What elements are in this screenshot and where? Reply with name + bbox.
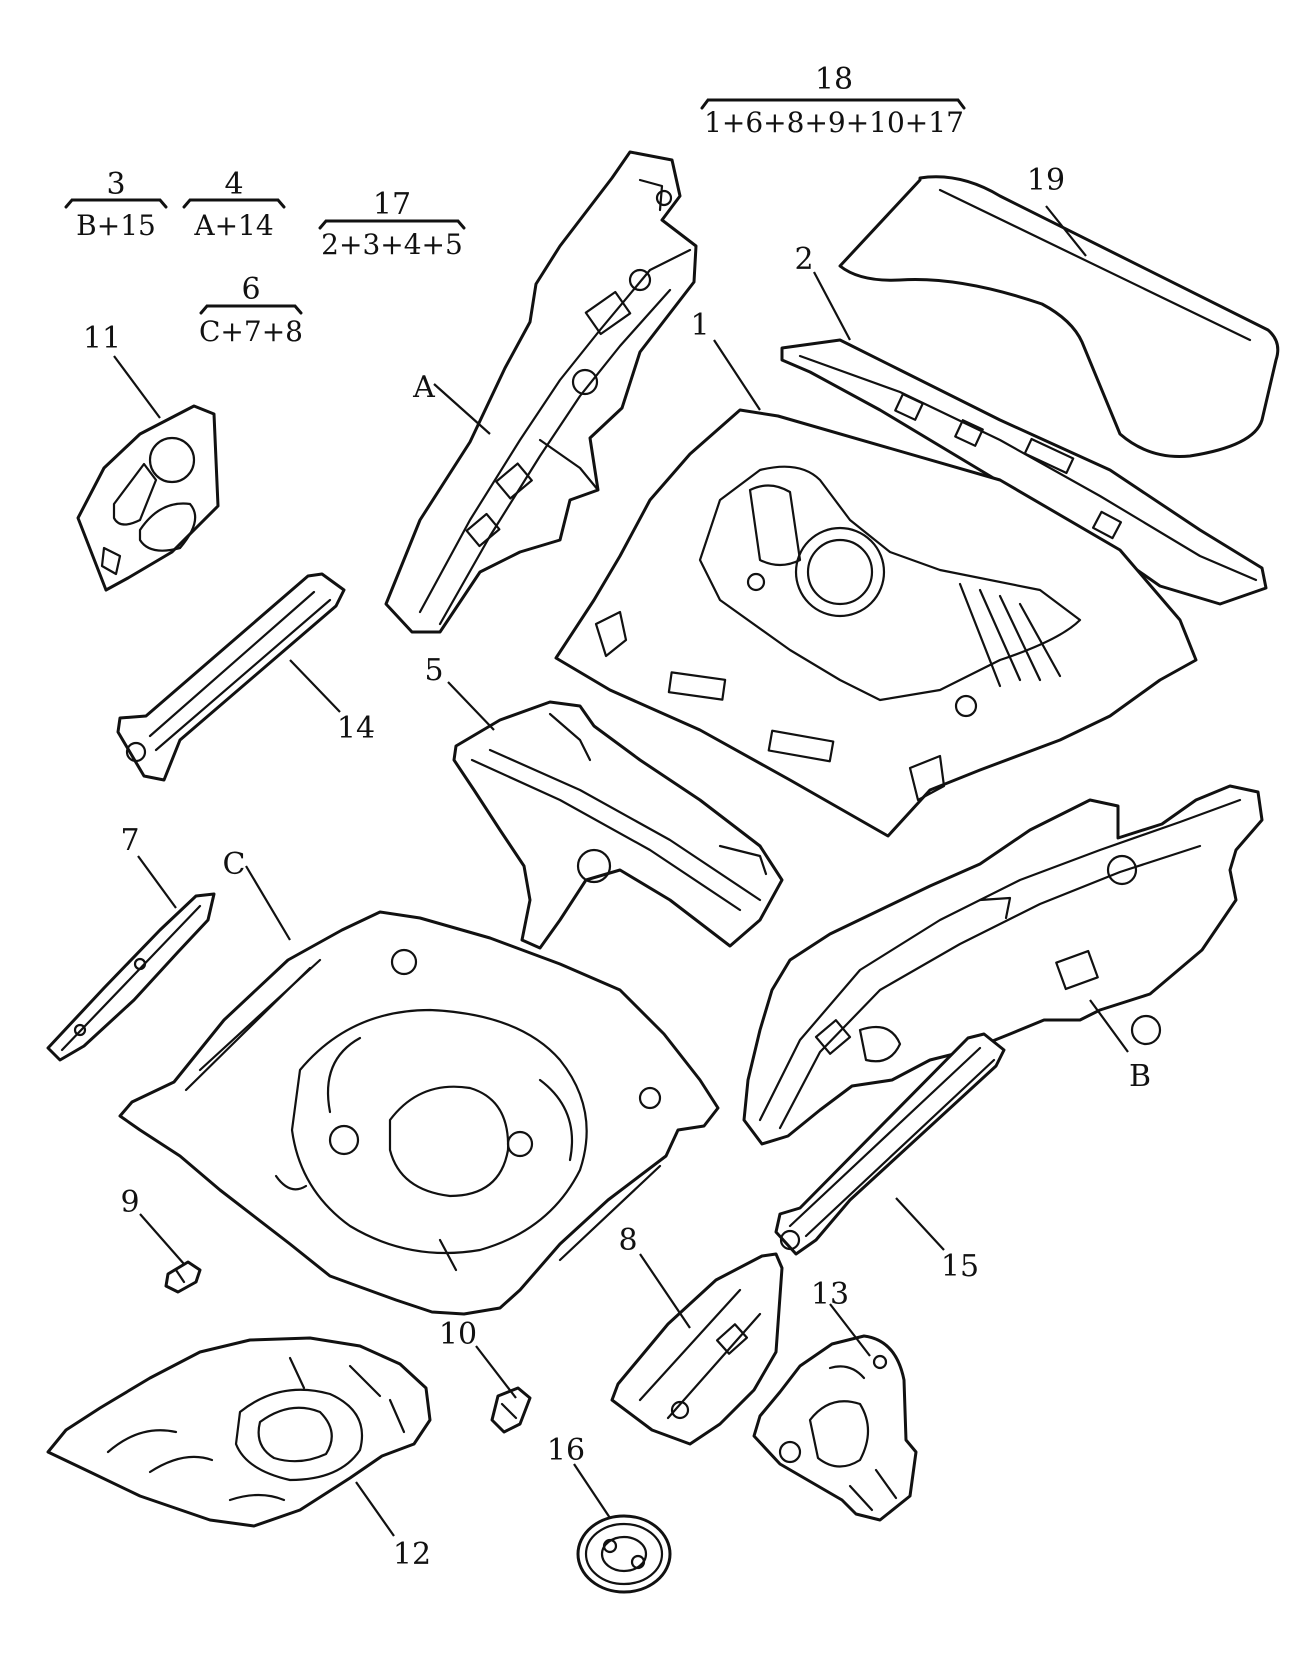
leader-13	[829, 1303, 871, 1357]
part-2-cross-member	[780, 338, 1268, 606]
leader-16	[573, 1463, 611, 1519]
assembly-17-brace	[318, 219, 466, 230]
callout-12: 12	[393, 1537, 431, 1572]
callout-13: 13	[811, 1277, 849, 1312]
part-13-bracket-plate	[752, 1334, 918, 1522]
assembly-6-formula: C+7+8	[199, 315, 303, 348]
part-12-wheel-tray	[46, 1336, 432, 1528]
leader-9	[139, 1213, 185, 1265]
leader-8	[639, 1253, 691, 1329]
part-1-rear-floor	[554, 408, 1198, 838]
assembly-18-formula: 1+6+8+9+10+17	[704, 106, 964, 139]
leader-C	[245, 865, 291, 941]
part-5-cross-member	[452, 700, 784, 950]
leader-5	[447, 681, 495, 731]
callout-11: 11	[83, 321, 121, 356]
leader-19	[1045, 205, 1087, 257]
part-C-spare-floor	[118, 910, 720, 1316]
part-11-bracket	[76, 404, 220, 592]
assembly-4-brace	[182, 198, 286, 209]
leader-B	[1089, 999, 1129, 1053]
assembly-3-formula: B+15	[76, 209, 156, 242]
assembly-4: 4 A+14	[182, 167, 286, 242]
assembly-6-number: 6	[241, 272, 260, 307]
leader-12	[355, 1481, 395, 1537]
callout-8: 8	[618, 1223, 637, 1258]
callout-C: C	[223, 847, 246, 882]
assembly-18-brace	[700, 98, 966, 110]
assembly-6: 6 C+7+8	[199, 272, 303, 348]
part-15-rail-extension	[774, 1032, 1006, 1256]
part-9-clip	[164, 1260, 202, 1294]
callout-10: 10	[439, 1317, 477, 1352]
leader-14	[289, 659, 341, 713]
assembly-18-number: 18	[815, 62, 853, 97]
callout-5: 5	[424, 653, 443, 688]
leader-A	[433, 383, 491, 435]
part-A-left-rail	[384, 150, 698, 634]
leader-11	[113, 355, 161, 419]
part-14-rail-extension	[116, 572, 346, 782]
part-B-right-rail	[742, 784, 1264, 1146]
callout-1: 1	[690, 308, 709, 343]
assembly-17-formula: 2+3+4+5	[321, 228, 463, 261]
callout-9: 9	[120, 1185, 139, 1220]
callout-14: 14	[337, 711, 375, 746]
part-10-clip	[490, 1386, 532, 1434]
part-7-sill-strip	[46, 892, 216, 1062]
callout-16: 16	[547, 1433, 585, 1468]
leader-1	[713, 339, 761, 411]
assembly-17: 17 2+3+4+5	[318, 187, 466, 261]
part-8-sill-plate	[610, 1252, 784, 1446]
part-19-panel	[838, 175, 1280, 459]
part-16-grommet	[576, 1514, 672, 1594]
assembly-3: 3 B+15	[64, 167, 168, 242]
leader-2	[813, 271, 851, 341]
callout-15: 15	[941, 1249, 979, 1284]
leader-10	[475, 1345, 517, 1399]
assembly-6-brace	[199, 304, 303, 315]
assembly-4-formula: A+14	[193, 209, 273, 242]
callout-B: B	[1129, 1059, 1151, 1094]
assembly-17-number: 17	[373, 187, 411, 222]
callout-2: 2	[794, 242, 813, 277]
callout-A: A	[412, 370, 435, 405]
assembly-3-number: 3	[106, 167, 125, 202]
leader-7	[137, 855, 177, 909]
assembly-4-number: 4	[224, 167, 243, 202]
callout-19: 19	[1027, 163, 1065, 198]
callout-7: 7	[120, 823, 139, 858]
leader-15	[895, 1197, 945, 1251]
assembly-3-brace	[64, 198, 168, 209]
assembly-18: 18 1+6+8+9+10+17	[700, 62, 966, 139]
